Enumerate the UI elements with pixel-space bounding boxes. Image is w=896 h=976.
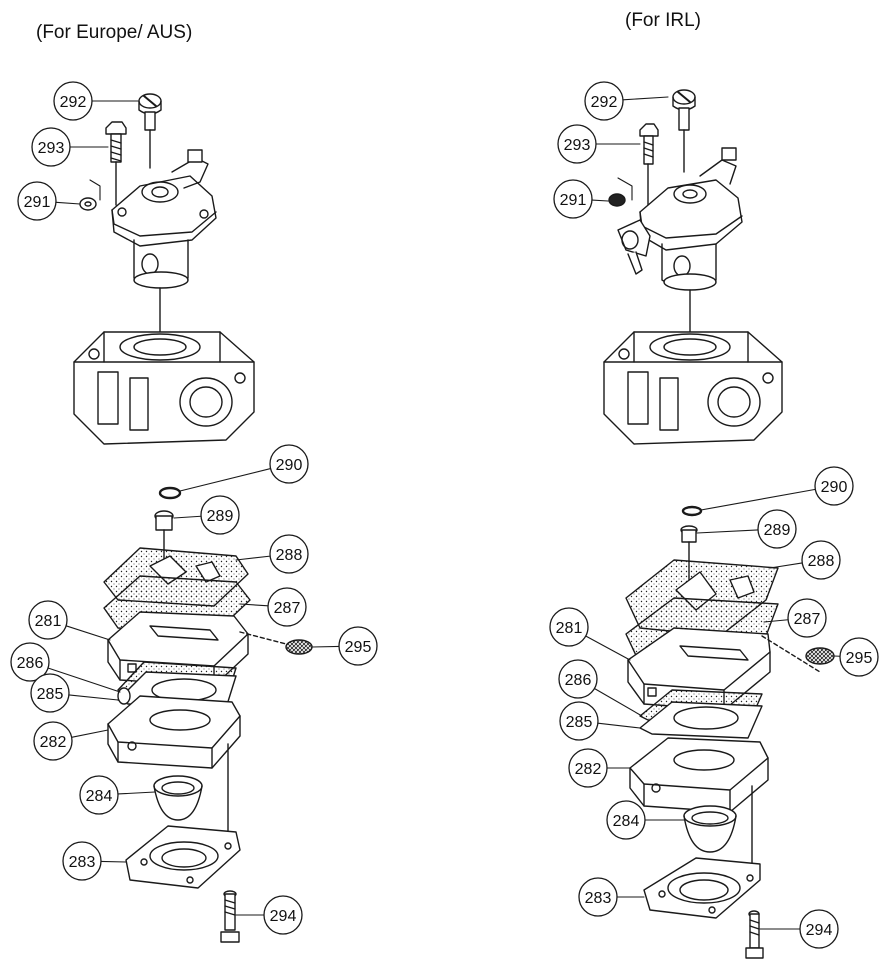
left-exploded-parts (74, 94, 312, 942)
left-callout-label-281: 281 (35, 613, 62, 630)
right-leader-290 (701, 489, 815, 510)
right-callout-label-289: 289 (764, 522, 791, 539)
left-view-heading: (For Europe/ AUS) (36, 22, 192, 44)
left-leader-281 (66, 626, 110, 640)
left-part-283-bottom-plate (126, 826, 240, 888)
right-part-292-adjust-screw (673, 90, 695, 172)
right-housing-block (604, 332, 782, 444)
left-callout-label-285: 285 (37, 686, 64, 703)
right-leader-288 (770, 563, 802, 568)
left-callout-label-291: 291 (24, 194, 51, 211)
right-part-290-o-ring (683, 507, 701, 515)
right-part-291-spring (609, 178, 632, 206)
right-callout-label-295: 295 (846, 650, 873, 667)
left-part-291-washer (80, 180, 100, 210)
left-leader-290 (180, 469, 271, 491)
right-part-284-cup (684, 806, 736, 852)
left-callout-label-294: 294 (270, 908, 297, 925)
right-callout-label-293: 293 (564, 137, 591, 154)
right-leader-285 (598, 723, 640, 728)
right-leader-286 (594, 689, 642, 716)
right-view-heading: (For IRL) (625, 10, 701, 32)
right-leader-281 (586, 636, 630, 660)
right-callout-label-292: 292 (591, 94, 618, 111)
left-housing-block (74, 332, 254, 444)
right-callout-label-288: 288 (808, 553, 835, 570)
left-leader-284 (118, 792, 155, 794)
left-part-295-screen (240, 632, 312, 654)
left-leader-285 (69, 695, 118, 700)
right-callout-label-282: 282 (575, 761, 602, 778)
left-callout-label-295: 295 (345, 639, 372, 656)
right-callout-label-286: 286 (565, 672, 592, 689)
left-leader-282 (72, 730, 108, 737)
left-callout-label-289: 289 (207, 508, 234, 525)
left-part-293-bolt (106, 122, 126, 205)
right-part-283-bottom-plate (644, 858, 760, 918)
left-callout-label-292: 292 (60, 94, 87, 111)
right-callout-label-285: 285 (566, 714, 593, 731)
left-callout-label-288: 288 (276, 547, 303, 564)
right-callout-label-291: 291 (560, 192, 587, 209)
left-callout-label-284: 284 (86, 788, 113, 805)
left-callout-label-286: 286 (17, 655, 44, 672)
left-part-284-cup (154, 776, 202, 820)
left-callout-label-293: 293 (38, 140, 65, 157)
right-part-294-bolt (746, 911, 763, 958)
left-part-294-bolt (221, 891, 239, 942)
left-part-290-o-ring (160, 488, 180, 498)
right-callout-label-294: 294 (806, 922, 833, 939)
right-part-293-bolt (640, 124, 658, 206)
left-part-292-adjust-screw (139, 94, 161, 168)
left-leader-291 (56, 202, 80, 204)
left-leader-288 (236, 556, 270, 560)
right-callout-label-281: 281 (556, 620, 583, 637)
left-part-282-cover (108, 696, 240, 848)
left-leader-283 (101, 861, 126, 862)
left-callout-label-290: 290 (276, 457, 303, 474)
left-callout-label-283: 283 (69, 854, 96, 871)
right-leader-289 (697, 530, 758, 533)
right-callout-label-283: 283 (585, 890, 612, 907)
right-callout-label-290: 290 (821, 479, 848, 496)
left-leader-289 (174, 516, 201, 518)
left-leader-295 (312, 646, 339, 647)
right-callout-label-284: 284 (613, 813, 640, 830)
right-leader-291 (592, 200, 608, 201)
right-callout-label-287: 287 (794, 611, 821, 628)
left-callout-label-282: 282 (40, 734, 67, 751)
right-part-295-screen (762, 636, 834, 672)
left-callout-label-287: 287 (274, 600, 301, 617)
right-leader-292 (623, 97, 668, 100)
left-carburetor-body (112, 150, 216, 336)
right-carburetor-body (618, 148, 742, 338)
